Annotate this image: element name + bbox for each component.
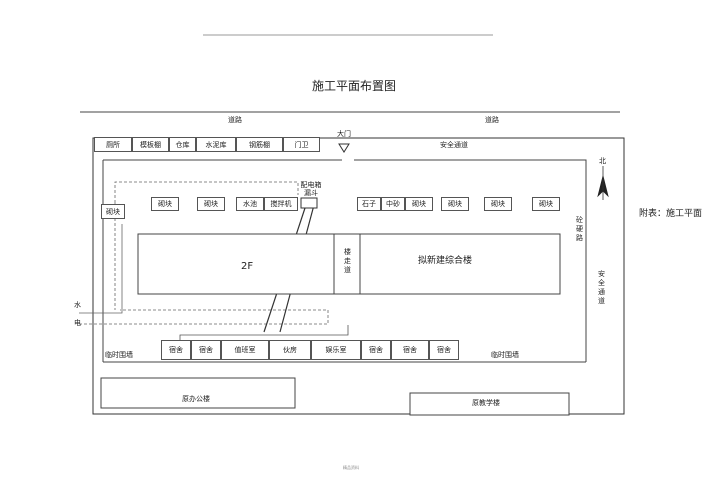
dormitory: 宿舍	[361, 340, 391, 360]
road-east-label: 砼硬路	[576, 216, 583, 242]
road-label-right: 道路	[485, 116, 499, 124]
gravel: 石子	[357, 197, 381, 211]
new-building-label: 拟新建综合楼	[418, 256, 473, 266]
main-gate-label: 大门	[337, 130, 351, 138]
dormitory: 宿舍	[161, 340, 191, 360]
warehouse: 仓库	[169, 137, 196, 152]
brick-block: 砌块	[151, 197, 179, 211]
dormitory: 宿舍	[191, 340, 221, 360]
dormitory: 宿舍	[429, 340, 459, 360]
appendix-label: 附表：施工平面	[639, 209, 703, 219]
road-label-left: 道路	[228, 116, 242, 124]
guard-room: 门卫	[283, 137, 320, 152]
kitchen: 伙房	[269, 340, 311, 360]
toilet: 厕所	[94, 137, 132, 152]
formwork-shed: 模板棚	[132, 137, 169, 152]
temp-wall-left: 临时围墙	[105, 351, 133, 359]
water-label: 水	[74, 301, 81, 309]
north-label: 北	[599, 157, 606, 165]
rebar-shed: 钢筋棚	[236, 137, 283, 152]
safety-passage-top: 安全通道	[440, 141, 468, 149]
cement-store: 水泥库	[196, 137, 236, 152]
mixer: 搅拌机	[264, 197, 298, 211]
duty-room: 值班室	[221, 340, 269, 360]
corridor-label: 楼走道	[344, 248, 351, 274]
brick-block: 砌块	[441, 197, 469, 211]
brick-block: 砌块	[532, 197, 560, 211]
safety-passage-right: 安全通道	[598, 270, 605, 305]
distribution-box-label: 配电箱漏斗	[300, 181, 322, 197]
medium-sand: 中砂	[381, 197, 405, 211]
page-title: 施工平面布置图	[312, 79, 397, 93]
old-office-label: 原办公楼	[182, 395, 210, 403]
temp-wall-right: 临时围墙	[491, 351, 519, 359]
brick-block: 砌块	[197, 197, 225, 211]
old-teaching-label: 原教学楼	[472, 399, 500, 407]
brick-block-left: 砌块	[101, 204, 125, 219]
electric-label: 电	[74, 319, 81, 327]
recreation-room: 娱乐室	[311, 340, 361, 360]
water-tank: 水池	[236, 197, 264, 211]
brick-block: 砌块	[405, 197, 433, 211]
footer-text: 精品资料	[343, 465, 359, 470]
building-2f-label: 2F	[241, 261, 254, 272]
brick-block: 砌块	[484, 197, 512, 211]
dormitory: 宿舍	[391, 340, 429, 360]
